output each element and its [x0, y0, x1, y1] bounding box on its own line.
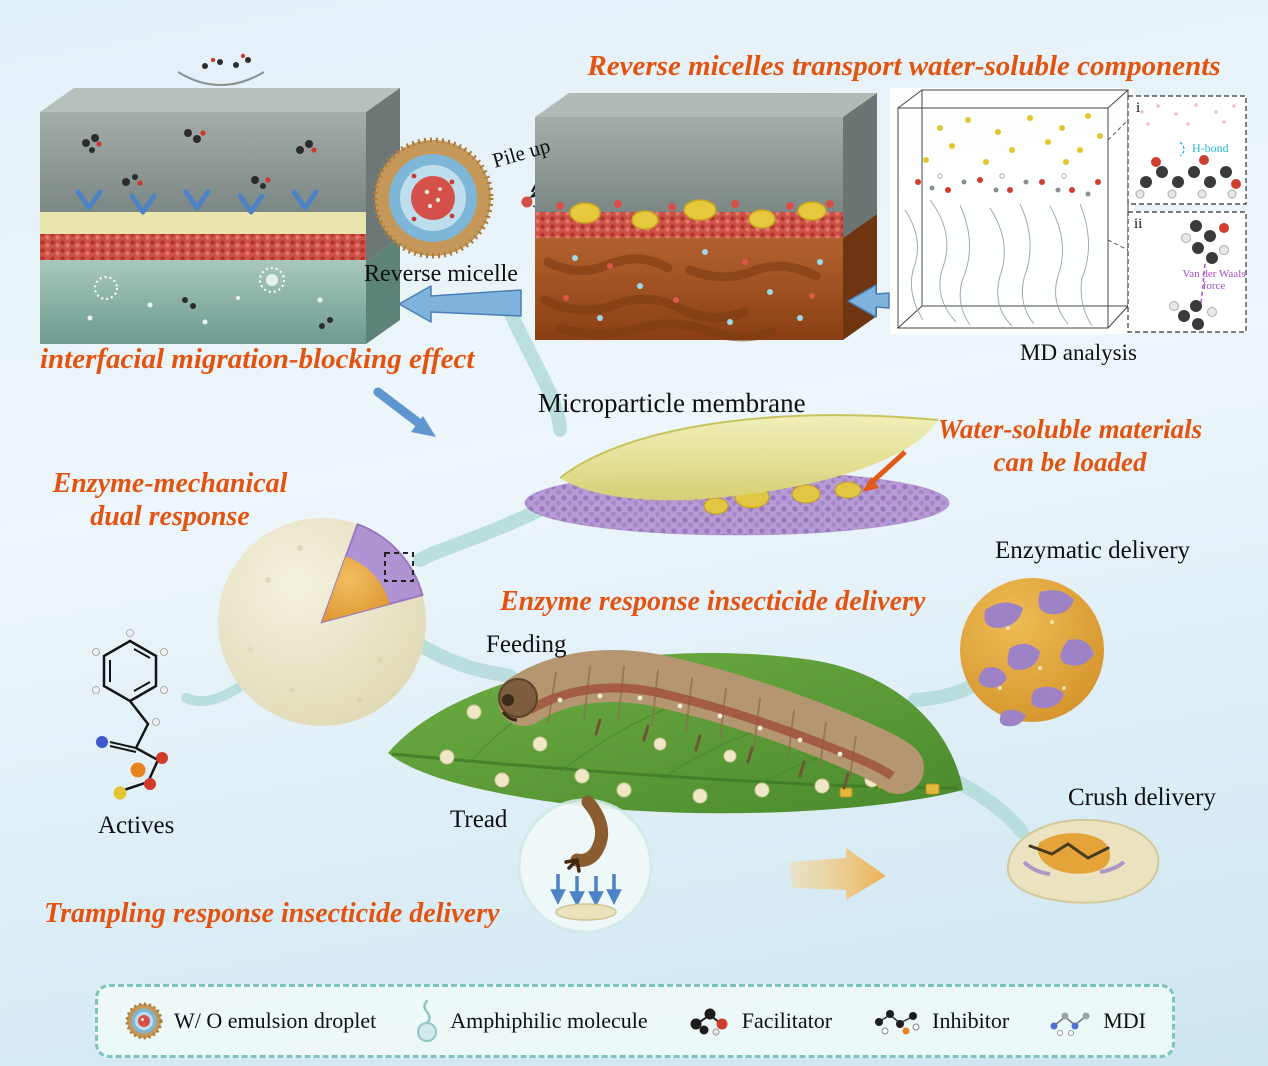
legend-label-emulsion-droplet: W/ O emulsion droplet [174, 1008, 377, 1033]
water-soluble-title-line2: can be loaded [993, 447, 1147, 477]
micelle-pileup-block [535, 93, 877, 342]
trampling-title: Trampling response insecticide delivery [44, 898, 500, 929]
feeding-label: Feeding [486, 631, 567, 658]
md-simulation-box [890, 88, 1134, 334]
legend-label-inhibitor: Inhibitor [932, 1008, 1010, 1033]
caterpillar-graphic [498, 650, 924, 794]
legend-label-amphiphilic: Amphiphilic molecule [450, 1008, 648, 1033]
md-inset-i [1127, 95, 1247, 205]
legend-label-facilitator: Facilitator [741, 1008, 833, 1033]
mdi-icon [1050, 1012, 1090, 1036]
microparticle-membrane-label: Microparticle membrane [538, 388, 806, 418]
reverse-micelle-graphic [372, 137, 494, 259]
enzyme-mechanical-title-line2: dual response [90, 501, 250, 532]
actives-label: Actives [98, 812, 175, 839]
inhibitor-icon [875, 1010, 920, 1035]
water-soluble-title-line1: Water-soluble materials [937, 414, 1203, 444]
interfacial-title: interfacial migration-blocking effect [40, 343, 475, 375]
reverse-micelle-label: Reverse micelle [364, 261, 518, 287]
enzyme-response-title: Enzyme response insecticide delivery [500, 586, 926, 617]
legend-item-facilitator: Facilitator [686, 1003, 832, 1039]
md-inset-ii [1127, 211, 1247, 333]
h-bond-label: H-bond [1192, 141, 1229, 155]
emulsion-system-block [40, 53, 400, 344]
enzymatic-delivery-label: Enzymatic delivery [995, 537, 1191, 564]
actives-molecule [92, 629, 168, 800]
blue-arrow-md-to-block [847, 284, 890, 318]
legend-item-emulsion-droplet: W/ O emulsion droplet [124, 1001, 376, 1041]
enzyme-mechanical-title-line1: Enzyme-mechanical [52, 468, 288, 499]
legend-item-amphiphilic: Amphiphilic molecule [414, 998, 648, 1044]
md-analysis-label: MD analysis [1020, 340, 1137, 365]
legend-bar: W/ O emulsion droplet Amphiphilic molecu… [95, 984, 1175, 1058]
tread-inset-circle [517, 795, 653, 934]
tread-label: Tread [450, 806, 508, 833]
headline-top: Reverse micelles transport water-soluble… [587, 50, 1221, 82]
inset-connector-lines [1107, 119, 1129, 251]
crush-direction-arrow [790, 848, 886, 900]
wo-emulsion-droplet-icon [125, 1002, 163, 1040]
crush-delivery-label: Crush delivery [1068, 784, 1216, 811]
blue-arrow-block-to-block [398, 285, 522, 323]
enzymatic-delivery-sphere [960, 578, 1104, 727]
van-der-waals-label: Van der Waals force [1182, 268, 1246, 293]
legend-item-inhibitor: Inhibitor [870, 1003, 1009, 1039]
microparticle-membrane-graphic [524, 414, 950, 536]
crushed-capsule-graphic [1006, 818, 1160, 904]
capsule-cutaway-sphere [218, 518, 426, 726]
legend-item-mdi: MDI [1047, 1003, 1146, 1039]
md-inset-i-label: i [1136, 100, 1141, 116]
facilitator-icon [690, 1008, 728, 1036]
blue-arrow-down-right [373, 387, 436, 437]
legend-label-mdi: MDI [1103, 1008, 1146, 1033]
md-inset-ii-label: ii [1134, 216, 1143, 232]
amphiphilic-molecule-icon [417, 999, 438, 1042]
